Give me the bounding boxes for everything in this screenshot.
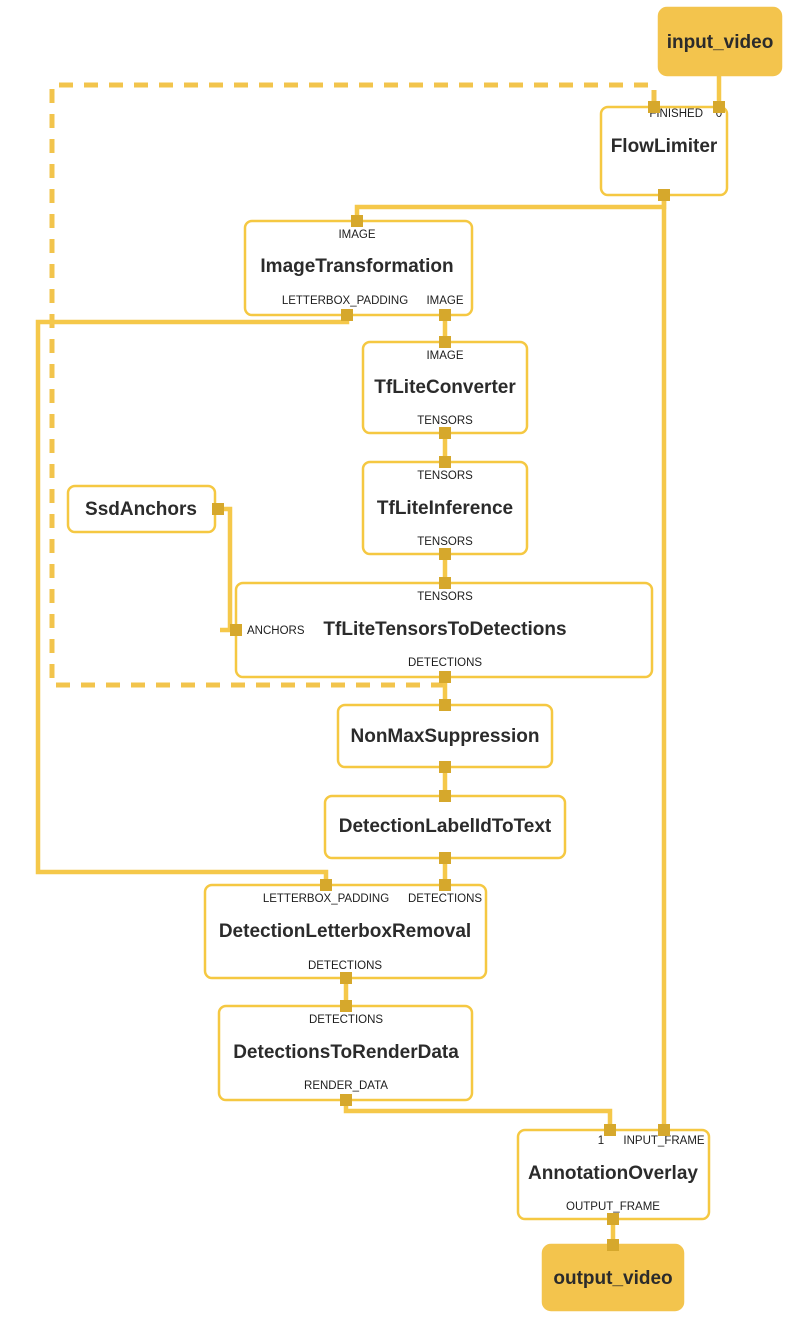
nonmaxsuppression-port-out[interactable] xyxy=(439,761,451,773)
detectionstorenderdata-output-renderdata-label: RENDER_DATA xyxy=(304,1080,388,1092)
tflite-converter-label: TfLiteConverter xyxy=(374,377,516,398)
annotationoverlay-input-1-label: 1 xyxy=(598,1135,604,1147)
flowlimiter-input-finished-label: FINISHED xyxy=(649,108,703,120)
tensorstodetections-port-tensors-in[interactable] xyxy=(439,577,451,589)
letterboxremoval-input-letterbox-label: LETTERBOX_PADDING xyxy=(263,893,389,905)
letterboxremoval-port-letterbox-in[interactable] xyxy=(320,879,332,891)
tensorstodetections-input-anchors-label: ANCHORS xyxy=(247,625,305,637)
tflite-inference-output-tensors-label: TENSORS xyxy=(417,536,473,548)
output-video-label: output_video xyxy=(553,1268,672,1289)
node-detection-letterbox-removal[interactable]: LETTERBOX_PADDING DETECTIONS DetectionLe… xyxy=(203,879,488,984)
tflite-converter-input-image-label: IMAGE xyxy=(426,350,463,362)
node-detection-label-id-to-text[interactable]: DetectionLabelIdToText xyxy=(323,790,567,864)
node-input-video[interactable]: input_video xyxy=(657,6,783,77)
flowlimiter-port-out[interactable] xyxy=(658,189,670,201)
image-transformation-output-image-label: IMAGE xyxy=(426,295,463,307)
image-transformation-port-image-in[interactable] xyxy=(351,215,363,227)
non-max-suppression-label: NonMaxSuppression xyxy=(351,726,540,747)
letterboxremoval-port-detections-in[interactable] xyxy=(439,879,451,891)
flowlimiter-port-finished[interactable] xyxy=(648,101,660,113)
detectionstorenderdata-input-detections-label: DETECTIONS xyxy=(309,1014,383,1026)
tensorstodetections-port-detections-out[interactable] xyxy=(439,671,451,683)
image-transformation-input-image-label: IMAGE xyxy=(338,229,375,241)
annotationoverlay-port-1-in[interactable] xyxy=(604,1124,616,1136)
node-ssd-anchors[interactable]: SsdAnchors xyxy=(66,484,224,534)
node-image-transformation[interactable]: IMAGE ImageTransformation LETTERBOX_PADD… xyxy=(243,215,474,321)
detectionstorenderdata-port-renderdata-out[interactable] xyxy=(340,1094,352,1106)
tflite-inference-label: TfLiteInference xyxy=(377,498,513,519)
letterboxremoval-port-detections-out[interactable] xyxy=(340,972,352,984)
output-video-port-in[interactable] xyxy=(607,1239,619,1251)
edge-renderdata-to-annotationoverlay xyxy=(343,1102,613,1131)
annotationoverlay-port-outputframe-out[interactable] xyxy=(607,1213,619,1225)
tensorstodetections-input-tensors-label: TENSORS xyxy=(417,591,473,603)
letterboxremoval-output-detections-label: DETECTIONS xyxy=(308,960,382,972)
letterboxremoval-input-detections-label: DETECTIONS xyxy=(408,893,482,905)
flowlimiter-label: FlowLimiter xyxy=(611,136,718,157)
node-detections-to-render-data[interactable]: DETECTIONS DetectionsToRenderData RENDER… xyxy=(217,1000,474,1106)
tflite-inference-port-tensors-out[interactable] xyxy=(439,548,451,560)
edge-ssdanchors-to-tensorstodetections xyxy=(217,506,233,633)
detectionlabelidtotext-port-in[interactable] xyxy=(439,790,451,802)
node-flowlimiter[interactable]: FINISHED 0 FlowLimiter xyxy=(599,101,729,201)
node-tflite-inference[interactable]: TENSORS TfLiteInference TENSORS xyxy=(361,456,529,560)
edge-finished-feedback-dashed xyxy=(49,82,657,688)
annotationoverlay-input-frame-label: INPUT_FRAME xyxy=(623,1135,704,1147)
tflite-converter-port-tensors-out[interactable] xyxy=(439,427,451,439)
tflite-converter-output-tensors-label: TENSORS xyxy=(417,415,473,427)
input-video-box[interactable] xyxy=(657,6,783,77)
flowlimiter-input-0-label: 0 xyxy=(716,108,722,120)
detectionlabelidtotext-port-out[interactable] xyxy=(439,852,451,864)
detections-to-render-data-label: DetectionsToRenderData xyxy=(233,1042,459,1063)
ssd-anchors-label: SsdAnchors xyxy=(85,499,197,520)
tflite-converter-port-image-in[interactable] xyxy=(439,336,451,348)
node-tflite-tensors-to-detections[interactable]: TENSORS ANCHORS TfLiteTensorsToDetection… xyxy=(230,577,654,683)
detection-label-id-to-text-label: DetectionLabelIdToText xyxy=(339,816,552,837)
image-transformation-label: ImageTransformation xyxy=(260,256,453,277)
image-transformation-port-letterbox-out[interactable] xyxy=(341,309,353,321)
annotation-overlay-label: AnnotationOverlay xyxy=(528,1163,698,1184)
detection-letterbox-removal-label: DetectionLetterboxRemoval xyxy=(219,921,471,942)
tflite-inference-port-tensors-in[interactable] xyxy=(439,456,451,468)
node-non-max-suppression[interactable]: NonMaxSuppression xyxy=(336,699,554,773)
node-tflite-converter[interactable]: IMAGE TfLiteConverter TENSORS xyxy=(361,336,529,439)
detectionstorenderdata-port-in[interactable] xyxy=(340,1000,352,1012)
annotationoverlay-output-frame-label: OUTPUT_FRAME xyxy=(566,1201,660,1213)
tensorstodetections-output-detections-label: DETECTIONS xyxy=(408,657,482,669)
node-output-video[interactable]: output_video xyxy=(541,1239,685,1312)
image-transformation-port-image-out[interactable] xyxy=(439,309,451,321)
input-video-label: input_video xyxy=(667,32,774,53)
image-transformation-output-letterbox-label: LETTERBOX_PADDING xyxy=(282,295,408,307)
edge-flowlimiter-to-imagetransformation xyxy=(354,195,667,222)
tflite-tensors-to-detections-label: TfLiteTensorsToDetections xyxy=(323,619,566,640)
node-annotation-overlay[interactable]: 1 INPUT_FRAME AnnotationOverlay OUTPUT_F… xyxy=(516,1124,711,1225)
tensorstodetections-port-anchors-in[interactable] xyxy=(230,624,242,636)
nonmaxsuppression-port-in[interactable] xyxy=(439,699,451,711)
flowlimiter-port-0[interactable] xyxy=(713,101,725,113)
ssd-anchors-port-out[interactable] xyxy=(212,503,224,515)
tflite-inference-input-tensors-label: TENSORS xyxy=(417,470,473,482)
annotationoverlay-port-inputframe-in[interactable] xyxy=(658,1124,670,1136)
